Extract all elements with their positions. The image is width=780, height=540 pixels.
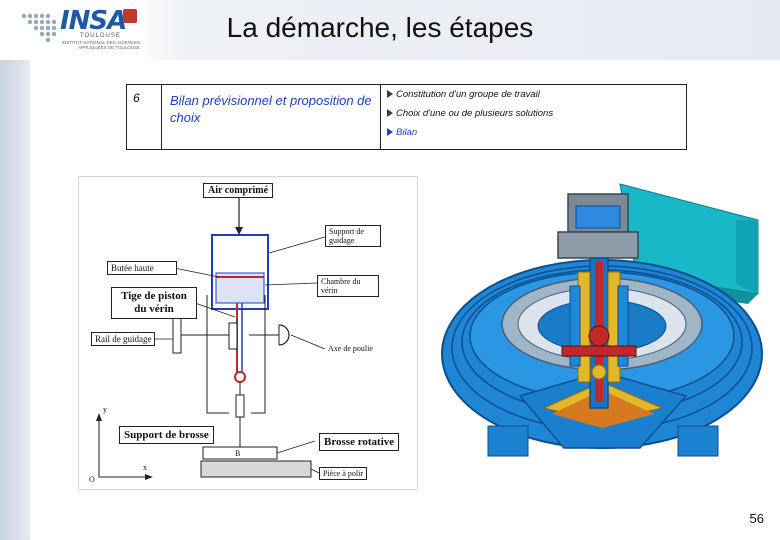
axis-x-label: x (143, 463, 147, 472)
page-number: 56 (749, 511, 764, 526)
step-number: 6 (133, 91, 140, 105)
step-items-list: Constitution d'un groupe de travail Choi… (381, 85, 686, 146)
steps-table: 6 Bilan prévisionnel et proposition de c… (126, 84, 687, 150)
schematic-diagram: Air comprimé Butée haute Tige de piston … (78, 176, 418, 490)
label-brosse: Brosse rotative (319, 433, 400, 451)
schematic-drawing (96, 197, 326, 480)
step-items-cell: Constitution d'un groupe de travail Choi… (380, 84, 687, 150)
label-air: Air comprimé (203, 183, 274, 198)
label-support-guidage: Support de guidage (325, 225, 381, 247)
step-title: Bilan prévisionnel et proposition de cho… (170, 93, 372, 125)
list-item-text: Constitution d'un groupe de travail (396, 89, 540, 100)
list-item: Choix d'une ou de plusieurs solutions (387, 108, 686, 127)
left-sidebar-gradient (0, 60, 30, 540)
list-item: Bilan (387, 127, 686, 146)
bullet-arrow-icon (387, 90, 393, 98)
logo-wordmark: INSA (60, 6, 127, 36)
label-b: B (235, 449, 241, 458)
list-item-text: Choix d'une ou de plusieurs solutions (396, 108, 554, 119)
label-support-brosse: Support de brosse (119, 426, 214, 444)
bullet-arrow-icon (387, 109, 393, 117)
bullet-arrow-icon (387, 128, 393, 136)
step-number-cell: 6 (126, 84, 162, 150)
table-row: 6 Bilan prévisionnel et proposition de c… (126, 84, 687, 150)
logo-dots-icon (21, 13, 57, 43)
list-item: Constitution d'un groupe de travail (387, 89, 686, 108)
cutaway-render-image (441, 183, 763, 457)
logo-emblem-icon (123, 9, 137, 23)
list-item-text: Bilan (396, 127, 418, 138)
axis-y-label: y (103, 405, 107, 414)
label-piece: Pièce à polir (319, 467, 367, 480)
step-title-cell: Bilan prévisionnel et proposition de cho… (161, 84, 381, 150)
label-tige: Tige de piston du vérin (111, 287, 197, 319)
logo-subtitle: INSTITUT NATIONAL DES SCIENCES APPLIQUÉE… (61, 40, 140, 50)
label-rail: Rail de guidage (91, 332, 156, 346)
label-chambre: Chambre du vérin (317, 275, 379, 297)
axis-origin-label: O (89, 475, 95, 484)
label-axe-poulie: Axe de poulie (325, 343, 376, 354)
logo-city: TOULOUSE (80, 33, 121, 39)
page-title: La démarche, les étapes (226, 12, 534, 43)
label-butee-haute: Butée haute (107, 261, 177, 275)
insa-logo: INSA TOULOUSE INSTITUT NATIONAL DES SCIE… (0, 0, 148, 60)
